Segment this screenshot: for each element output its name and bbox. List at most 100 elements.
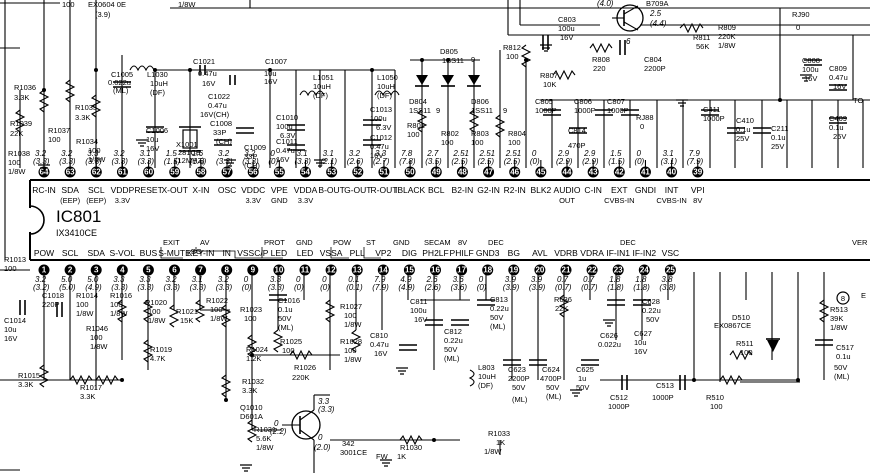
pin-voltage-standby: (2.5) [451,157,468,166]
label-r1046: R1046 [86,324,108,333]
label-c810-v: 0.47u [370,340,389,349]
label-c812: C812 [444,327,462,336]
pin-circle [195,264,207,276]
label-c624: C624 [542,365,560,374]
pin-label: IN [222,248,231,258]
label-c1010-vv: 6.3V [280,131,295,140]
pin-voltage: 3.2 [349,149,361,158]
junction-dots [42,58,800,442]
label-r808: R808 [592,55,610,64]
pin-circle [273,264,285,276]
pin-voltage: 0.7 [583,275,595,284]
pin-circle [404,166,416,178]
label-l1050-v: 10uH [377,82,395,91]
label-c623-v: 2200P [508,374,530,383]
label-c1016-v: 0.1u [278,305,293,314]
pin-number: 61 [118,168,127,177]
pin-label: AVL [532,248,548,258]
pin-circle [666,166,678,178]
label-c811-vv: 16V [414,315,427,324]
pin-label: RESET [134,185,162,195]
label-c809-vv: 16V [833,82,846,91]
pin-voltage-standby: (0) [242,283,252,292]
pin-sublabel: 3.3V [245,196,260,205]
label-r807: R807 [540,71,558,80]
pin-voltage: 3.2 [218,275,230,284]
pin-number: 12 [327,266,336,275]
ground-symbols [38,44,812,472]
pin-circle [613,166,625,178]
pin-voltage: 3.1 [297,149,308,158]
pin-label: VPI [691,185,705,195]
pin-number: 2 [68,266,73,275]
pin-number: 58 [196,168,205,177]
label-c1008: C1008 [210,119,232,128]
label-r808-v: 220 [593,64,606,73]
label-r1033-w: 1/8W [484,447,502,456]
label-c517: C517 [836,343,854,352]
label-secam: SECAM [424,238,451,247]
label-c1018: C1018 [42,291,64,300]
pin-number: 42 [615,168,624,177]
label-r1030: R1030 [400,443,422,452]
pin-voltage: 3.1 [663,149,674,158]
label-r801: R801 [407,121,425,130]
pin-voltage: 2.51 [479,149,496,158]
pin-circle [456,264,468,276]
label-r1027: R1027 [340,302,362,311]
pin-circle [352,166,364,178]
pin-voltage: 3.2 [218,149,230,158]
top-pin-43: 43C-IN2.9(2.9) [582,149,602,195]
label-c1011-vv: 16V [276,155,289,164]
label-r1031: R1031 [254,425,276,434]
label-c211: C211 [771,124,788,133]
pin-number: 22 [588,266,597,275]
pin-circle [534,264,546,276]
pin-voltage-standby: (4.9) [398,283,415,292]
label-c512: C512 [610,393,628,402]
label-c812-v: 0.22u [444,336,463,345]
label-c1006: C1006 [146,126,168,135]
pin-voltage: 3.3 [87,149,99,158]
label-c1007-v: 10u [264,69,277,78]
pin-number: 60 [144,168,153,177]
label-c623: C623 [508,365,526,374]
pin-circle [247,264,259,276]
label-c805: C805 [535,97,553,106]
pin-number: 3 [94,266,99,275]
pin-label: X-IN [192,185,209,195]
transistor-b709a [612,4,644,32]
label-c409: C409 [829,114,847,123]
pin-number: 51 [379,168,388,177]
pin-voltage-standby: (0) [634,157,644,166]
pin-circle [351,264,363,276]
pin-label: OSC [218,185,236,195]
label-ex0604: EX0604 0E [88,0,126,9]
label-r1026: R1026 [294,363,316,372]
label-c804-v: 2200P [644,64,666,73]
pin-voltage: 0 [244,275,249,284]
bottom-resistors [38,294,830,455]
label-c517-vv: 50V [834,363,847,372]
label-r1033: R1033 [488,429,510,438]
label-c1008-t: (CH) [216,137,232,146]
pin-circle [195,166,207,178]
pin-label: B-OUT [318,185,344,195]
label-r510: R510 [706,393,724,402]
pin-voltage-standby: (1.5) [608,157,625,166]
pin-number: 48 [458,168,467,177]
pin-label: BG [508,248,520,258]
pin-voltage: 3.1 [140,149,151,158]
pin-number: 59 [170,168,179,177]
pin-number: 44 [563,168,572,177]
